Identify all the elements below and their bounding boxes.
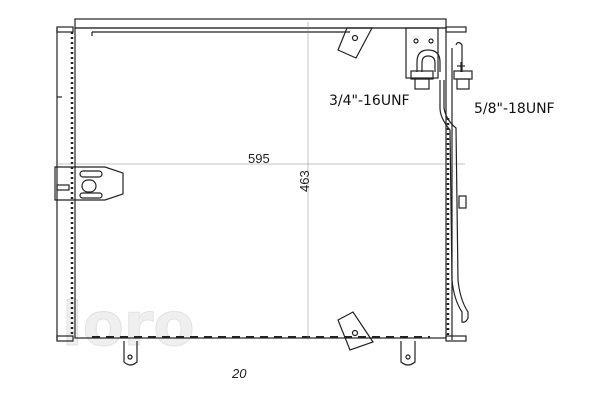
outlet-pipe — [439, 41, 469, 323]
top-mounting-tab — [337, 27, 373, 59]
corner-cap-tl — [56, 26, 74, 33]
block-bolt — [428, 38, 434, 44]
inlet-pipe-loop — [416, 49, 441, 72]
outlet-nut — [453, 70, 473, 80]
receiver-clip — [458, 195, 467, 209]
tab-hole — [351, 329, 359, 337]
bracket-slot-top — [79, 170, 103, 178]
watermark-logo: loro — [62, 290, 195, 360]
foot-hole — [405, 354, 411, 360]
height-dimension-label: 463 — [297, 170, 312, 192]
corner-cap-tr — [445, 26, 467, 33]
inlet-fitting — [414, 78, 430, 90]
block-bolt — [413, 38, 419, 44]
bracket-slot-bottom — [79, 192, 103, 199]
inlet-fitting-label: 3/4"-16UNF — [329, 93, 410, 109]
top-header-bar — [74, 18, 447, 29]
inlet-pipe-loop-inner — [421, 55, 436, 72]
outlet-fitting — [456, 78, 470, 90]
bottom-foot-right — [400, 341, 416, 366]
tab-hole — [351, 34, 359, 42]
depth-dimension-label: 20 — [231, 366, 247, 381]
corner-cap-br — [445, 335, 467, 342]
fitting-block — [405, 27, 439, 79]
bracket-clip — [56, 184, 70, 191]
bottom-foot-left — [123, 341, 138, 366]
outlet-fitting-label: 5/8"-18UNF — [474, 101, 555, 117]
width-dimension-label: 595 — [248, 151, 270, 166]
corner-cap-bl — [56, 335, 74, 342]
bottom-mounting-tab — [337, 311, 374, 351]
left-mounting-bracket — [54, 166, 124, 201]
foot-hole — [127, 354, 133, 360]
bracket-slot-mid — [81, 179, 97, 193]
